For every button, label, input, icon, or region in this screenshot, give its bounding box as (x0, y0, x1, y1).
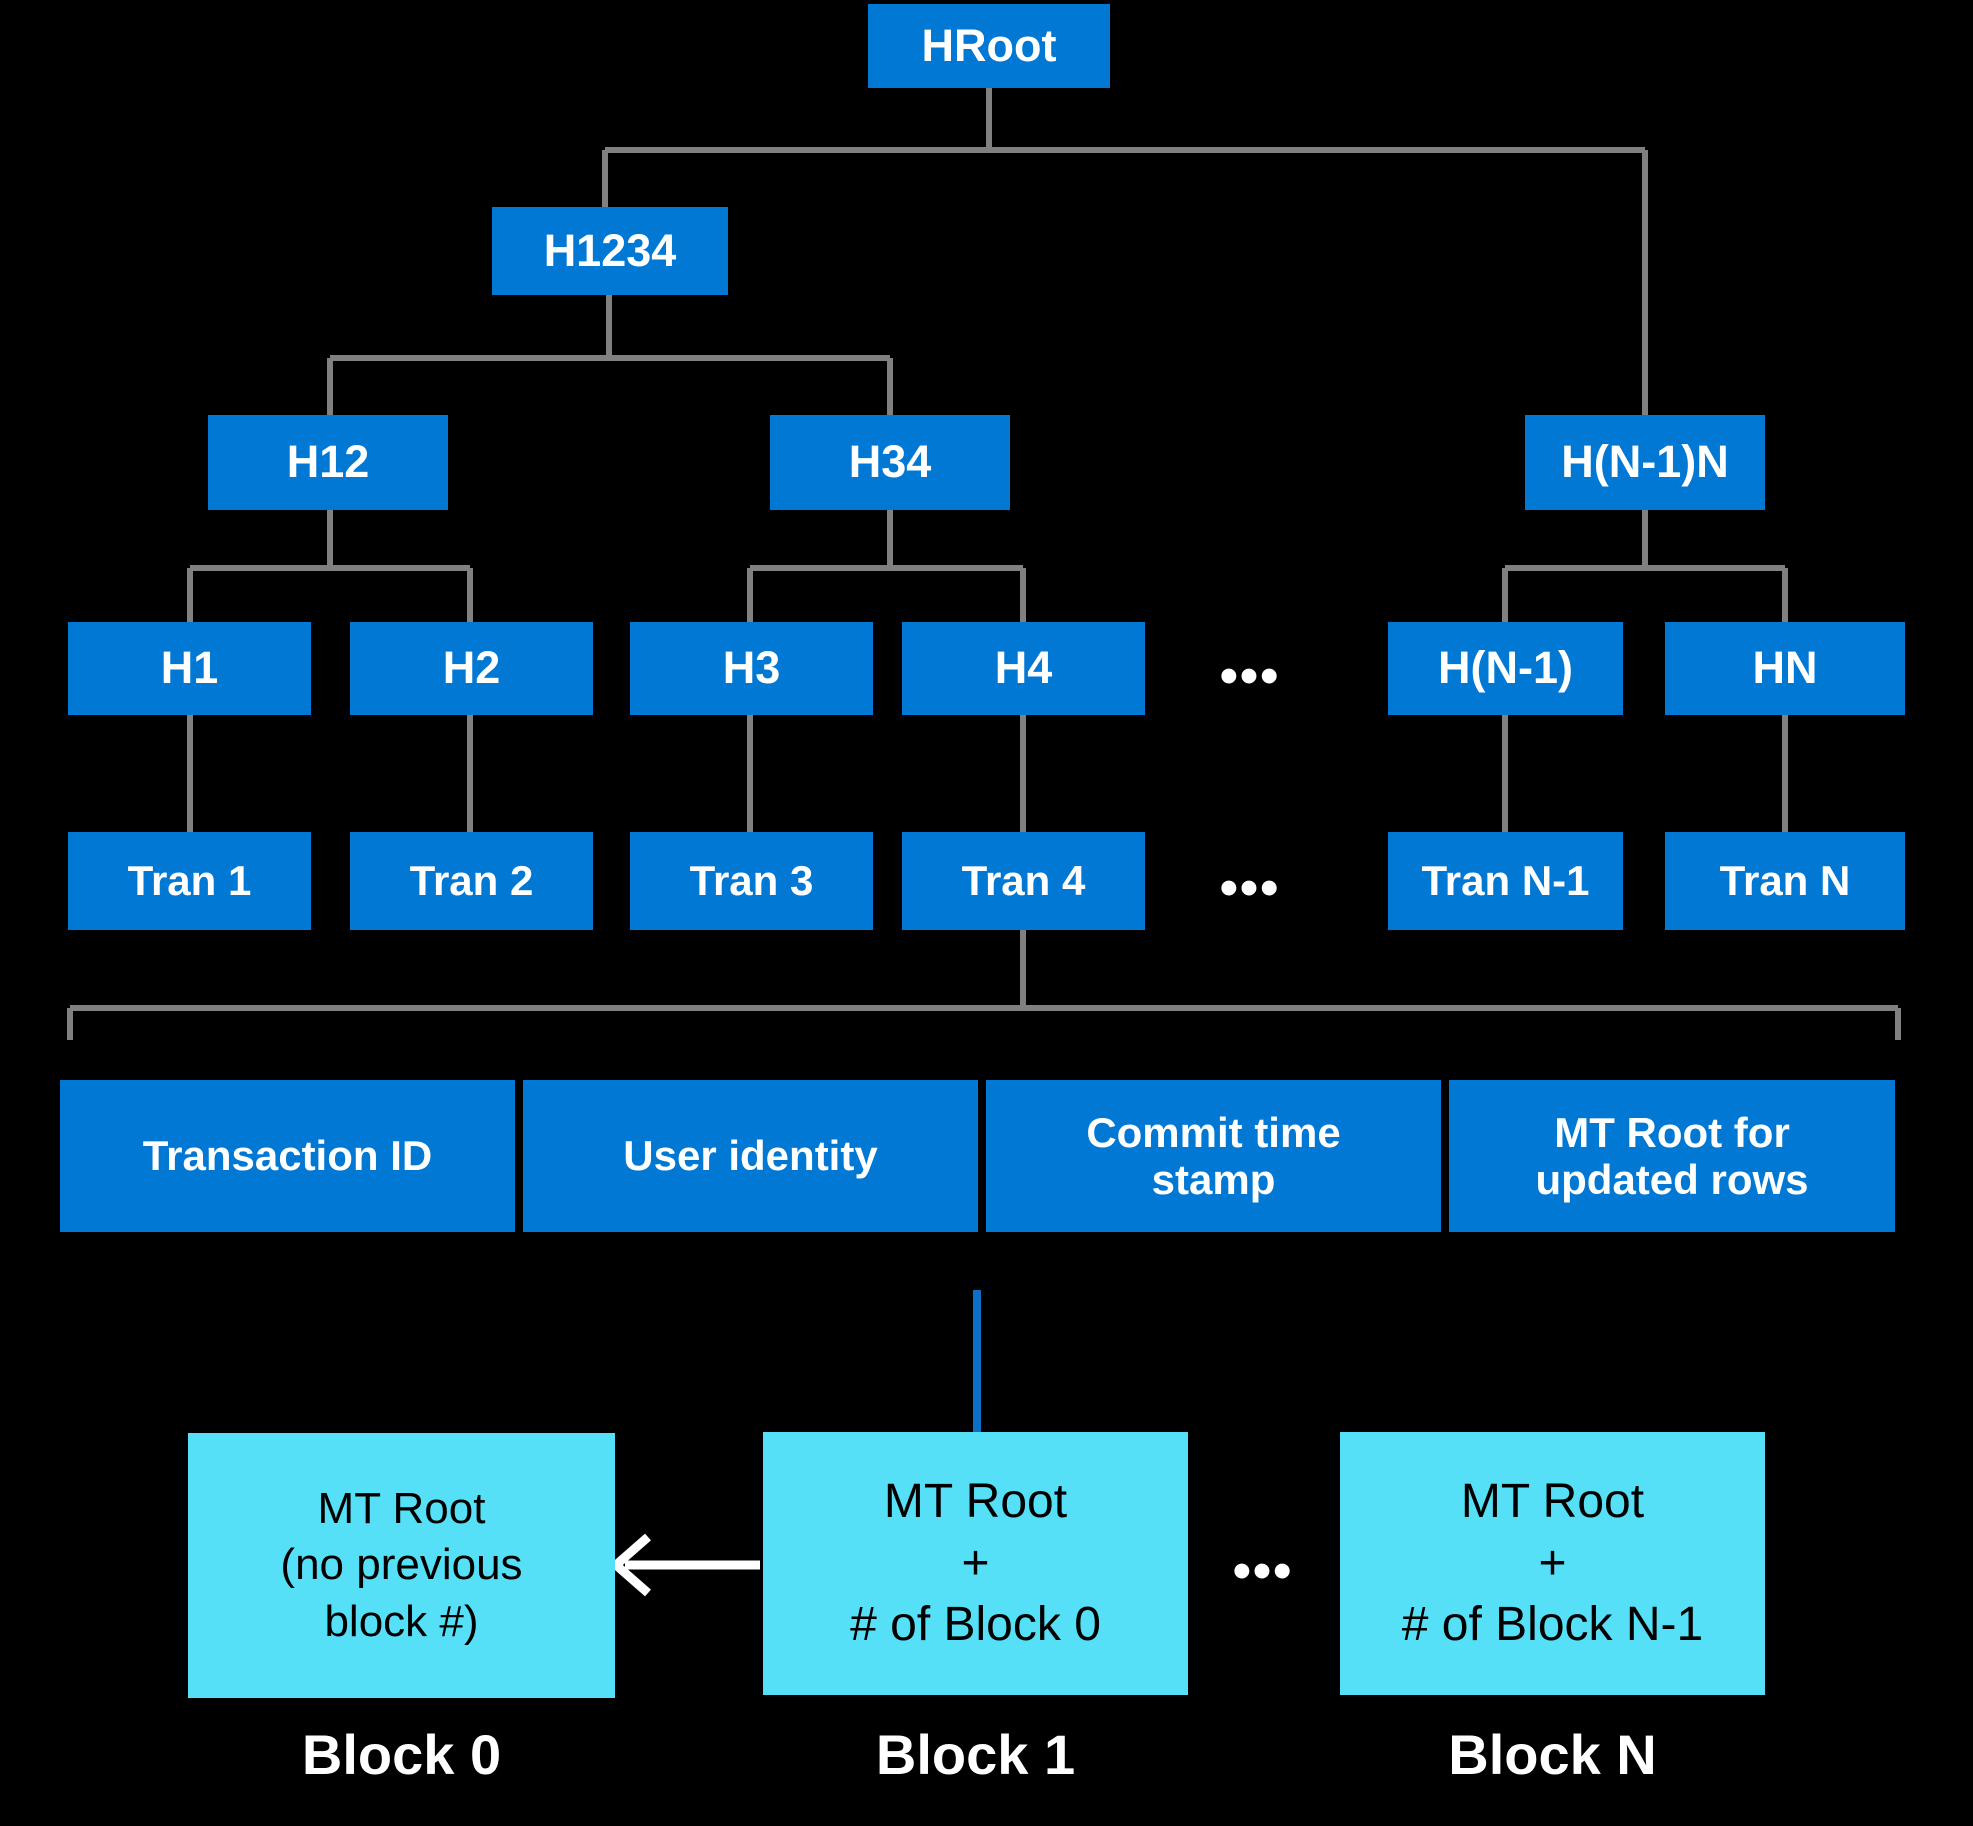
block-n-line2: + (1538, 1536, 1567, 1590)
record-cell-commit-time-stamp[interactable]: Commit time stamp (986, 1080, 1441, 1232)
node-h34-label: H34 (848, 436, 932, 488)
block-0-line2: (no previous (280, 1540, 523, 1590)
node-tran-4[interactable]: Tran 4 (902, 832, 1145, 930)
node-hn-minus-1[interactable]: H(N-1) (1388, 622, 1623, 715)
node-hn-minus-1-label: H(N-1) (1438, 642, 1573, 694)
node-tran-n-label: Tran N (1719, 857, 1851, 905)
record-cell-commit-time-stamp-line2: stamp (1151, 1156, 1276, 1203)
node-tran-1[interactable]: Tran 1 (68, 832, 311, 930)
node-h1-label: H1 (160, 642, 219, 694)
node-tran-3[interactable]: Tran 3 (630, 832, 873, 930)
record-cell-mt-root-updated-rows-line1: MT Root for (1554, 1108, 1790, 1156)
node-h12[interactable]: H12 (208, 415, 448, 510)
transaction-row-ellipsis: ••• (1219, 859, 1281, 917)
node-tran-3-label: Tran 3 (689, 857, 814, 905)
node-tran-2[interactable]: Tran 2 (350, 832, 593, 930)
node-tran-1-label: Tran 1 (127, 857, 252, 905)
block-n-line1: MT Root (1460, 1475, 1645, 1529)
node-tran-2-label: Tran 2 (409, 857, 534, 905)
blockchain-ellipsis: ••• (1232, 1542, 1294, 1600)
node-h2[interactable]: H2 (350, 622, 593, 715)
record-cell-transaction-id-label: Transaction ID (142, 1132, 433, 1180)
node-h1234-label: H1234 (543, 224, 677, 276)
hash-row-ellipsis: ••• (1219, 647, 1281, 705)
record-cell-user-identity[interactable]: User identity (523, 1080, 978, 1232)
block-n-line3: # of Block N-1 (1401, 1598, 1704, 1652)
block-1-line1: MT Root (883, 1475, 1068, 1529)
node-tran-n-minus-1-label: Tran N-1 (1421, 857, 1590, 905)
node-tran-4-label: Tran 4 (961, 857, 1086, 905)
node-tran-n-minus-1[interactable]: Tran N-1 (1388, 832, 1623, 930)
record-cell-commit-time-stamp-line1: Commit time (1086, 1108, 1341, 1156)
block-0-line3: block #) (324, 1596, 479, 1646)
block-1-caption: Block 1 (875, 1723, 1076, 1786)
block-1-line3: # of Block 0 (850, 1598, 1101, 1652)
block-n[interactable]: MT Root + # of Block N-1 (1340, 1432, 1765, 1695)
node-h4-label: H4 (994, 642, 1053, 694)
node-h34[interactable]: H34 (770, 415, 1010, 510)
arrow-block1-to-block0 (609, 1533, 760, 1597)
record-cell-user-identity-label: User identity (623, 1132, 878, 1180)
node-h1[interactable]: H1 (68, 622, 311, 715)
node-hn1n-label: H(N-1)N (1561, 436, 1729, 488)
node-hroot-label: HRoot (921, 19, 1057, 71)
node-tran-n[interactable]: Tran N (1665, 832, 1905, 930)
node-hn[interactable]: HN (1665, 622, 1905, 715)
block-1[interactable]: MT Root + # of Block 0 (763, 1432, 1188, 1695)
block-0-caption: Block 0 (301, 1723, 502, 1786)
block-0-line1: MT Root (317, 1484, 486, 1534)
node-h1234[interactable]: H1234 (492, 207, 728, 295)
block-1-line2: + (961, 1536, 990, 1590)
record-cell-mt-root-updated-rows-line2: updated rows (1535, 1156, 1809, 1203)
node-h4[interactable]: H4 (902, 622, 1145, 715)
block-n-caption: Block N (1448, 1723, 1657, 1786)
record-cell-mt-root-updated-rows[interactable]: MT Root for updated rows (1449, 1080, 1895, 1232)
node-h12-label: H12 (286, 436, 370, 488)
record-cell-transaction-id[interactable]: Transaction ID (60, 1080, 515, 1232)
node-h3[interactable]: H3 (630, 622, 873, 715)
node-h2-label: H2 (442, 642, 501, 694)
block-0[interactable]: MT Root (no previous block #) (188, 1433, 615, 1698)
node-h3-label: H3 (722, 642, 781, 694)
node-hn1n[interactable]: H(N-1)N (1525, 415, 1765, 510)
node-hn-label: HN (1752, 642, 1818, 694)
arrow-head (609, 1533, 651, 1597)
node-hroot[interactable]: HRoot (868, 4, 1110, 88)
